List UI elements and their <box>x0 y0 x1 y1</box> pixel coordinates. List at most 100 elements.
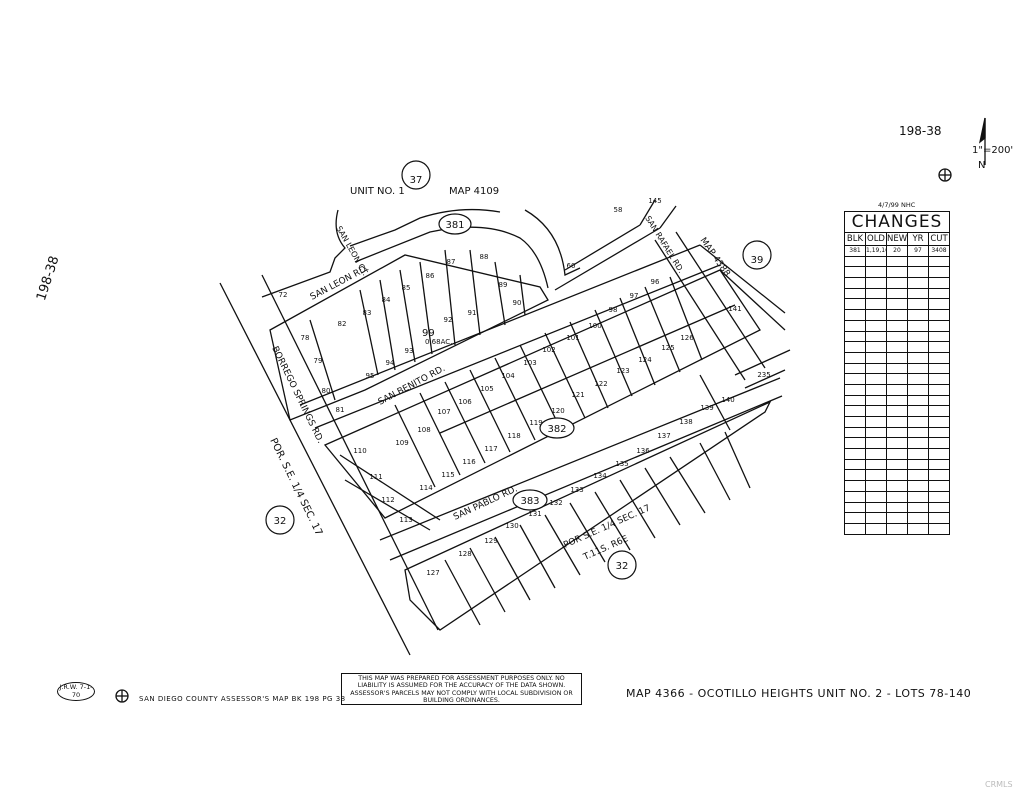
lot-number: 141 <box>728 305 741 313</box>
cell <box>907 266 929 279</box>
cell <box>844 298 866 311</box>
changes-row <box>844 426 950 439</box>
change-date: 4/7/99 NHC <box>878 201 916 209</box>
cell <box>865 448 887 460</box>
lot-number: 91 <box>468 309 477 317</box>
lot-number: 89 <box>499 281 508 289</box>
map-title: MAP 4366 - OCOTILLO HEIGHTS UNIT NO. 2 -… <box>626 687 972 700</box>
cell <box>844 458 866 471</box>
cell <box>865 351 887 364</box>
cell <box>928 362 950 375</box>
lot-number: 81 <box>336 406 345 414</box>
lot-number: 134 <box>593 472 607 480</box>
cell <box>928 330 950 343</box>
lot-number: 122 <box>594 380 607 388</box>
unit-label: UNIT NO. 1 <box>350 186 405 197</box>
cell <box>865 383 887 396</box>
cell: 20 <box>886 245 908 257</box>
cell <box>928 512 950 524</box>
lot-number: 130 <box>505 522 518 530</box>
changes-row <box>844 448 950 460</box>
cell <box>865 373 887 385</box>
unit-map: MAP 4109 <box>449 186 499 197</box>
cell <box>886 287 908 300</box>
lot-number: 139 <box>700 404 713 412</box>
disclaimer-box: THIS MAP WAS PREPARED FOR ASSESSMENT PUR… <box>341 673 582 705</box>
cell <box>886 469 908 482</box>
cell <box>886 490 908 503</box>
cell <box>865 394 887 407</box>
cell <box>844 287 866 300</box>
cell <box>886 437 908 450</box>
cell <box>907 416 929 428</box>
cell <box>928 351 950 364</box>
cell <box>907 330 929 343</box>
lot-number: 123 <box>616 367 629 375</box>
registration-mark-icon <box>115 689 129 703</box>
cell <box>928 501 950 514</box>
map-code-top: 198-38 <box>899 124 942 138</box>
cell <box>844 426 866 439</box>
cell <box>928 416 950 428</box>
cell <box>928 319 950 332</box>
lot-number: 137 <box>657 432 670 440</box>
header-cut: CUT <box>928 232 950 246</box>
cell: 97 <box>907 245 929 257</box>
cell <box>844 319 866 332</box>
lot-number: 117 <box>484 445 497 453</box>
lot-number: 108 <box>417 426 430 434</box>
cell <box>907 490 929 503</box>
cell <box>886 426 908 439</box>
header-yr: YR <box>907 232 929 246</box>
changes-row <box>844 330 950 343</box>
cell <box>886 330 908 343</box>
cell <box>865 405 887 417</box>
cell <box>886 255 908 268</box>
cell <box>844 416 866 428</box>
changes-row <box>844 522 950 535</box>
lot-number: 132 <box>549 499 562 507</box>
lot-93-number: 99 <box>422 328 435 339</box>
cell <box>907 469 929 482</box>
cell <box>907 437 929 450</box>
lot-number: 78 <box>301 334 310 342</box>
cell <box>928 394 950 407</box>
cell <box>886 266 908 279</box>
changes-grid: BLK OLD NEW YR CUT 381 1,19,16 20 97 340… <box>844 232 950 535</box>
lot-number: 111 <box>369 473 382 481</box>
changes-row <box>844 383 950 396</box>
changes-row <box>844 373 950 385</box>
lot-number: 90 <box>513 299 522 307</box>
lot-number: 93 <box>405 347 414 355</box>
cell <box>907 351 929 364</box>
lot-number: 95 <box>366 372 375 380</box>
circle-39: 39 <box>751 255 764 266</box>
changes-row <box>844 255 950 268</box>
header-old: OLD <box>865 232 887 246</box>
cell <box>907 501 929 514</box>
cell <box>907 426 929 439</box>
lot-93-area: 0.68AC. <box>425 338 452 346</box>
lot-number: 135 <box>615 460 628 468</box>
lot-number: 103 <box>523 359 536 367</box>
cell <box>886 298 908 311</box>
changes-row: 381 1,19,16 20 97 3408 <box>844 245 950 257</box>
cell <box>907 287 929 300</box>
cell <box>907 255 929 268</box>
assessor-reference: SAN DIEGO COUNTY ASSESSOR'S MAP BK 198 P… <box>139 695 346 703</box>
cell <box>865 362 887 375</box>
cell <box>928 266 950 279</box>
cell <box>844 266 866 279</box>
cell <box>844 394 866 407</box>
lot-number: 235 <box>757 371 770 379</box>
cell <box>928 469 950 482</box>
cell <box>886 351 908 364</box>
cell <box>928 277 950 289</box>
cell <box>865 426 887 439</box>
cell <box>886 373 908 385</box>
lot-number: 145 <box>648 197 661 205</box>
changes-row <box>844 458 950 471</box>
lot-number: 85 <box>402 284 411 292</box>
lot-number: 58 <box>614 206 623 214</box>
cell <box>907 341 929 353</box>
